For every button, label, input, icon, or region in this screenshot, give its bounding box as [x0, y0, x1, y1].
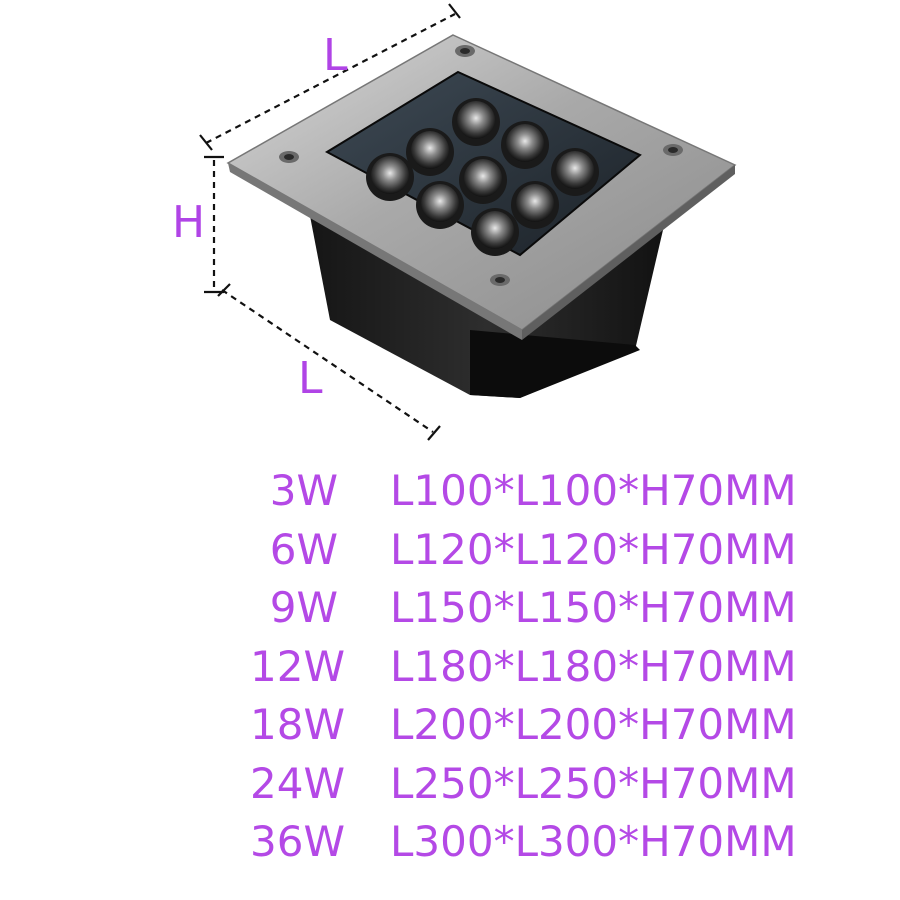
led-lens [416, 181, 464, 229]
spec-wattage: 3W [269, 466, 338, 515]
height-label: H [172, 197, 205, 248]
led-lens [511, 181, 559, 229]
spec-wattage: 18W [250, 700, 345, 749]
spec-row-18w: 18W L200*L200*H70MM [250, 696, 895, 755]
spec-wattage: 24W [250, 758, 345, 808]
spec-wattage: 36W [250, 817, 345, 866]
spec-row-24w: 24W L250*L250*H70MM [250, 755, 895, 814]
led-lens [459, 156, 507, 204]
bottom-length-line [221, 289, 434, 433]
spec-dimensions: L150*L150*H70MM [390, 583, 797, 632]
led-lens [366, 153, 414, 201]
bottom-length-label: L [298, 353, 323, 404]
spec-table: 3W L100*L100*H70MM 6W L120*L120*H70MM 9W… [250, 462, 895, 872]
spec-dimensions: L250*L250*H70MM [390, 758, 797, 808]
spec-dimensions: L300*L300*H70MM [390, 817, 797, 866]
spec-row-36w: 36W L300*L300*H70MM [250, 813, 895, 872]
spec-wattage: 9W [269, 583, 338, 632]
spec-wattage: 6W [269, 524, 338, 574]
spec-row-6w: 6W L120*L120*H70MM [250, 521, 895, 580]
led-lens [471, 208, 519, 256]
screw-icon [279, 151, 299, 163]
top-length-line [205, 13, 456, 144]
spec-row-12w: 12W L180*L180*H70MM [250, 638, 895, 697]
screw-icon [455, 45, 475, 57]
product-figure: L H L [172, 3, 737, 441]
spec-dimensions: L100*L100*H70MM [390, 466, 797, 515]
dimension-lines [199, 3, 461, 441]
led-lens [452, 98, 500, 146]
screw-holes [279, 45, 683, 286]
spec-dimensions: L180*L180*H70MM [390, 641, 797, 691]
led-lens [406, 128, 454, 176]
spec-wattage: 12W [250, 641, 345, 691]
screw-icon [663, 144, 683, 156]
led-lens [501, 121, 549, 169]
led-array [366, 98, 599, 256]
spec-row-9w: 9W L150*L150*H70MM [250, 579, 895, 638]
spec-dimensions: L120*L120*H70MM [390, 524, 797, 574]
screw-icon [490, 274, 510, 286]
spec-row-3w: 3W L100*L100*H70MM [250, 462, 895, 521]
spec-dimensions: L200*L200*H70MM [390, 700, 797, 749]
led-lens [551, 148, 599, 196]
top-length-label: L [323, 30, 348, 81]
